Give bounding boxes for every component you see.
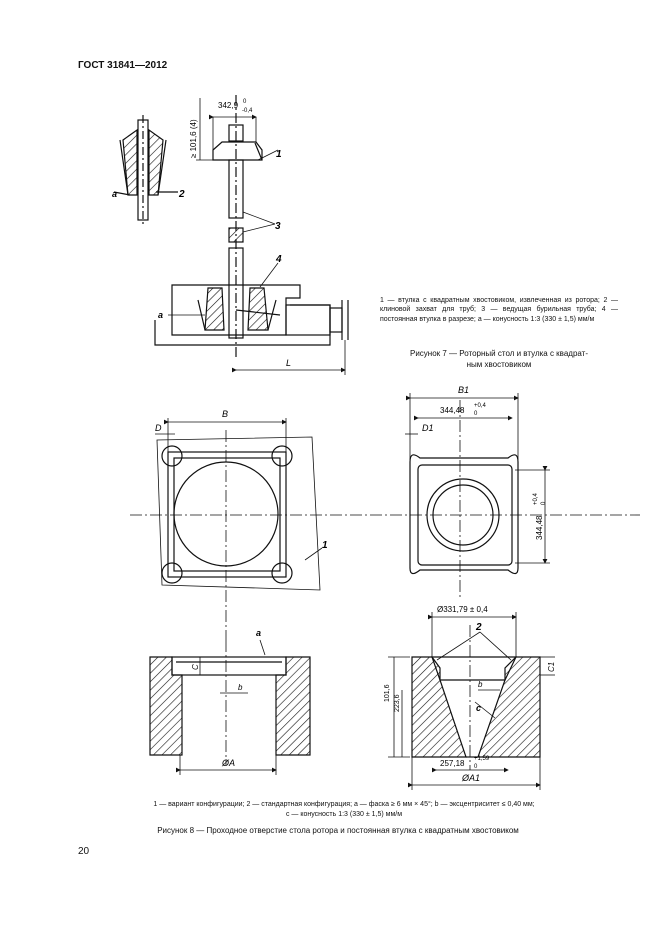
fig8-dim-344: 344,48: [440, 406, 465, 415]
fig8-label-b: b: [238, 683, 243, 692]
fig8-dia-257-tol: +1,59: [474, 756, 490, 762]
fig8-label-C: C: [191, 664, 200, 670]
fig8-dim-344v-tol: +0,4: [533, 492, 539, 505]
bushing-section: [411, 625, 541, 770]
fig7-label-a-bottom: а: [158, 310, 163, 320]
fig8-caption: Рисунок 8 — Проходное отверстие стола ро…: [157, 826, 519, 835]
fig7-dim-vertical: ≥ 101,6 (4): [189, 119, 198, 158]
kelly-assembly: [154, 95, 349, 360]
fig8-label-2: 2: [475, 622, 482, 633]
fig7-legend: 1 — втулка с квадратным хвостовиком, изв…: [380, 297, 618, 323]
fig8-label-B1: B1: [458, 385, 469, 395]
fig7-label-1: 1: [276, 149, 282, 160]
fig8-dim-223: 223,6: [394, 694, 401, 712]
fig8-label-C1: C1: [547, 662, 556, 672]
fig8-label-1: 1: [322, 540, 328, 551]
fig8-label-D: D: [155, 423, 162, 433]
fig7-dim-342-tol: -0,4: [242, 108, 253, 114]
bushing-plan: [409, 400, 519, 600]
fig8-dia-257-tol0: 0: [474, 764, 478, 770]
fig8-label-c: c: [476, 703, 481, 713]
fig7-label-L: L: [286, 358, 291, 368]
fig8-label-a: а: [256, 628, 261, 638]
fig8-dim-344-tol: +0,4: [474, 403, 487, 409]
fig8-legend: 1 — вариант конфигурации; 2 — стандартна…: [100, 800, 588, 820]
slip-detail: [113, 115, 178, 225]
fig8-dia-257: 257,18: [440, 759, 465, 768]
fig7-dim-342-tol0: 0: [243, 99, 247, 105]
fig8-label-D1: D1: [422, 423, 434, 433]
fig8-dim-344v-tol0: 0: [541, 501, 547, 505]
page-number: 20: [78, 846, 90, 857]
fig8-dim-344-tol0: 0: [474, 411, 478, 417]
fig8-label-B: B: [222, 409, 228, 419]
fig8-dim-101: 101,6: [384, 684, 391, 702]
fig8-legend-line1: 1 — вариант конфигурации; 2 — стандартна…: [153, 801, 535, 808]
rotary-table-plan: [130, 430, 640, 640]
fig8-label-A1: ØA1: [461, 773, 480, 783]
fig7-label-3: 3: [275, 221, 281, 232]
fig8-legend-line2: с — конусность 1:3 (330 ± 1,5) мм/м: [285, 811, 403, 818]
fig7-dim-342: 342,9: [218, 101, 239, 110]
fig7-label-a-left: а: [112, 189, 117, 199]
fig7-caption: Рисунок 7 — Роторный стол и втулка с ква…: [380, 349, 618, 370]
fig8-dia-331: Ø331,79 ± 0,4: [437, 605, 488, 614]
fig8-dim-344-vertical: 344,48: [535, 515, 544, 540]
fig8-label-b2: b: [478, 680, 483, 689]
fig7-caption-line2: ным хвостовиком: [466, 359, 532, 369]
fig8-label-A: ØA: [221, 758, 235, 768]
fig7-label-2: 2: [178, 189, 185, 200]
rotary-table-section: [149, 640, 311, 765]
standard-header: ГОСТ 31841—2012: [78, 60, 168, 71]
fig7-label-4: 4: [275, 254, 282, 265]
fig7-caption-line1: Рисунок 7 — Роторный стол и втулка с ква…: [409, 349, 589, 358]
